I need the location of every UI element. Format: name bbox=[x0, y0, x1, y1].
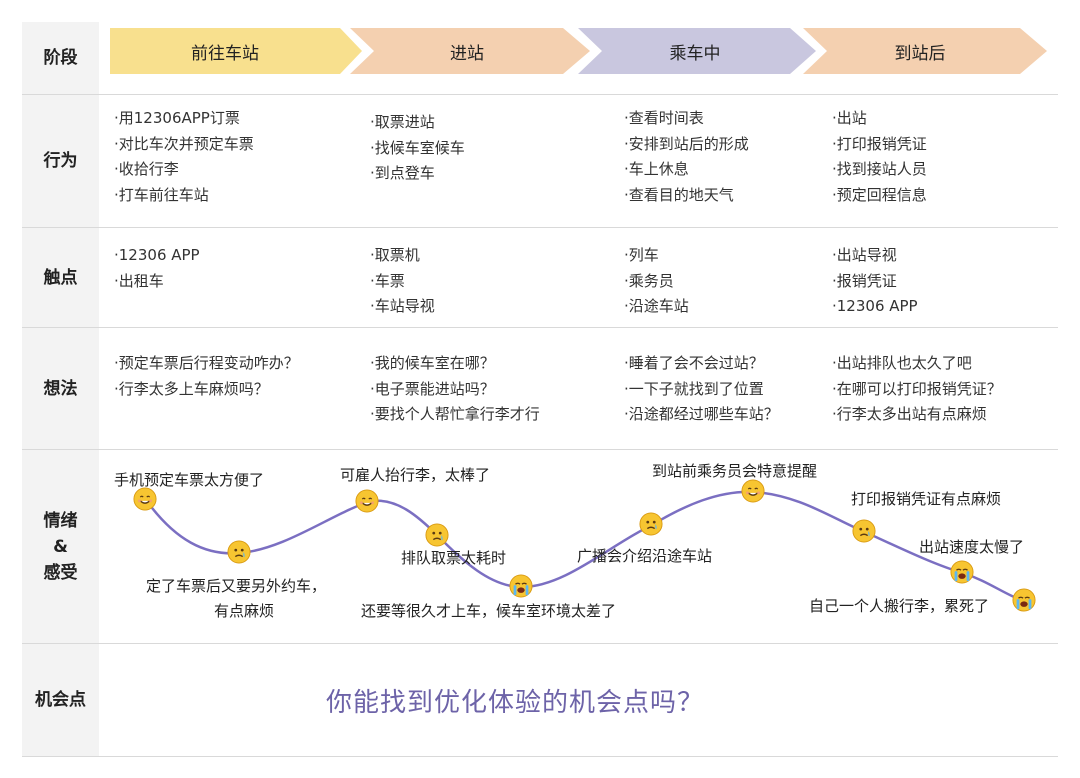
behavior-item: ·查看时间表 bbox=[624, 109, 704, 127]
thought-item: ·行李太多上车麻烦吗？ bbox=[114, 379, 269, 398]
emotion-label-8: 出站速度太慢了 bbox=[919, 538, 1025, 556]
touchpoint-item: ·取票机 bbox=[370, 246, 420, 264]
cry-face-icon bbox=[1012, 588, 1036, 612]
behavior-col-2: ·查看时间表 ·安排到站后的形成 ·车上休息 ·查看目的地天气 bbox=[624, 106, 749, 208]
touchpoint-item: ·出租车 bbox=[114, 271, 164, 290]
row-header-opportunity: 机会点 bbox=[22, 644, 99, 756]
emotion-label-6: 到站前乘务员会特意提醒 bbox=[652, 462, 818, 480]
emotion-curve-line bbox=[144, 490, 1026, 603]
behavior-item: ·取票进站 bbox=[370, 113, 435, 131]
row-header-emotion-line1: 情绪 bbox=[43, 510, 78, 531]
stage-label-0: 前往车站 bbox=[191, 43, 259, 64]
stage-arrow-0 bbox=[110, 28, 362, 74]
touchpoint-item: ·车票 bbox=[370, 271, 405, 290]
divider bbox=[22, 643, 1058, 644]
touchpoint-item: ·报销凭证 bbox=[832, 271, 897, 290]
behavior-item: ·找候车室候车 bbox=[370, 138, 465, 157]
touchpoint-col-1: ·取票机 ·车票 ·车站导视 bbox=[370, 243, 435, 320]
stage-label-2: 乘车中 bbox=[669, 43, 721, 64]
thought-col-2: ·睡着了会不会过站？ ·一下子就找到了位置 ·沿途都经过哪些车站？ bbox=[624, 351, 779, 428]
happy-face-icon bbox=[741, 479, 765, 503]
behavior-item: ·找到接站人员 bbox=[832, 160, 927, 178]
cry-face-icon bbox=[509, 574, 533, 598]
touchpoint-item: ·12306 APP bbox=[114, 246, 200, 264]
stage-arrows bbox=[110, 28, 1047, 74]
behavior-col-1: ·取票进站 ·找候车室候车 ·到点登车 bbox=[370, 110, 465, 187]
touchpoint-col-0: ·12306 APP ·出租车 bbox=[114, 243, 200, 294]
row-header-stage: 阶段 bbox=[22, 22, 99, 94]
emotion-label-1b: 有点麻烦 bbox=[214, 602, 275, 620]
behavior-item: ·到点登车 bbox=[370, 164, 435, 182]
touchpoint-item: ·12306 APP bbox=[832, 297, 918, 315]
thought-item: ·睡着了会不会过站？ bbox=[624, 354, 764, 372]
touchpoint-item: ·沿途车站 bbox=[624, 297, 689, 315]
cry-face-icon bbox=[950, 560, 974, 584]
divider bbox=[22, 756, 1058, 757]
thought-item: ·我的候车室在哪？ bbox=[370, 354, 495, 372]
thought-col-1: ·我的候车室在哪？ ·电子票能进站吗？ ·要找个人帮忙拿行李才行 bbox=[370, 351, 540, 428]
stage-arrow-2 bbox=[578, 28, 816, 74]
behavior-item: ·查看目的地天气 bbox=[624, 185, 734, 204]
thought-item: ·沿途都经过哪些车站？ bbox=[624, 405, 779, 423]
thought-item: ·一下子就找到了位置 bbox=[624, 379, 764, 398]
row-header-thought: 想法 bbox=[22, 328, 99, 449]
row-header-emotion-line3: 感受 bbox=[43, 562, 78, 583]
behavior-item: ·对比车次并预定车票 bbox=[114, 134, 254, 153]
row-header-emotion-line2: & bbox=[53, 536, 68, 557]
row-header-behavior: 行为 bbox=[22, 95, 99, 227]
touchpoint-item: ·出站导视 bbox=[832, 246, 897, 264]
behavior-item: ·收拾行李 bbox=[114, 160, 179, 178]
divider bbox=[22, 227, 1058, 228]
row-header-touchpoint: 触点 bbox=[22, 228, 99, 327]
emotion-label-0: 手机预定车票太方便了 bbox=[114, 471, 265, 489]
emotion-label-4: 还要等很久才上车，候车室环境太差了 bbox=[361, 602, 617, 620]
stage-arrow-3 bbox=[803, 28, 1047, 74]
emotion-label-9: 自己一个人搬行李，累死了 bbox=[809, 597, 990, 615]
touchpoint-item: ·列车 bbox=[624, 246, 659, 264]
emotion-label-7: 打印报销凭证有点麻烦 bbox=[851, 490, 1002, 508]
divider bbox=[22, 327, 1058, 328]
stage-arrow-1 bbox=[350, 28, 590, 74]
stage-label-3: 到站后 bbox=[894, 43, 946, 64]
behavior-col-3: ·出站 ·打印报销凭证 ·找到接站人员 ·预定回程信息 bbox=[832, 106, 927, 208]
row-header-emotion: 情绪 & 感受 bbox=[22, 450, 99, 643]
sad-face-icon bbox=[852, 519, 876, 543]
emotion-label-1: 定了车票后又要另外约车， bbox=[146, 577, 327, 595]
behavior-item: ·预定回程信息 bbox=[832, 185, 927, 204]
touchpoint-item: ·车站导视 bbox=[370, 297, 435, 315]
thought-item: ·行李太多出站有点麻烦 bbox=[832, 405, 987, 423]
behavior-item: ·安排到站后的形成 bbox=[624, 134, 749, 153]
touchpoint-col-2: ·列车 ·乘务员 ·沿途车站 bbox=[624, 243, 689, 320]
thought-item: ·要找个人帮忙拿行李才行 bbox=[370, 405, 540, 423]
touchpoint-col-3: ·出站导视 ·报销凭证 ·12306 APP bbox=[832, 243, 918, 320]
sad-face-icon bbox=[227, 540, 251, 564]
touchpoint-item: ·乘务员 bbox=[624, 271, 674, 290]
behavior-item: ·打印报销凭证 bbox=[832, 134, 927, 153]
thought-col-3: ·出站排队也太久了吧 ·在哪可以打印报销凭证？ ·行李太多出站有点麻烦 bbox=[832, 351, 1002, 428]
behavior-item: ·用12306APP订票 bbox=[114, 109, 240, 127]
stage-label-1: 进站 bbox=[450, 43, 484, 64]
sad-face-icon bbox=[639, 512, 663, 536]
emotion-label-3: 排队取票太耗时 bbox=[401, 549, 507, 567]
behavior-item: ·车上休息 bbox=[624, 160, 689, 178]
divider bbox=[22, 94, 1058, 95]
behavior-item: ·打车前往车站 bbox=[114, 185, 209, 204]
sad-face-icon bbox=[425, 523, 449, 547]
thought-item: ·预定车票后行程变动咋办？ bbox=[114, 354, 299, 372]
emotion-label-2: 可雇人抬行李，太棒了 bbox=[340, 466, 491, 484]
happy-face-icon bbox=[355, 489, 379, 513]
behavior-col-0: ·用12306APP订票 ·对比车次并预定车票 ·收拾行李 ·打车前往车站 bbox=[114, 106, 254, 208]
emotion-label-5: 广播会介绍沿途车站 bbox=[577, 547, 713, 565]
behavior-item: ·出站 bbox=[832, 109, 867, 127]
thought-item: ·出站排队也太久了吧 bbox=[832, 354, 972, 372]
thought-item: ·电子票能进站吗？ bbox=[370, 379, 495, 398]
thought-col-0: ·预定车票后行程变动咋办？ ·行李太多上车麻烦吗？ bbox=[114, 351, 299, 402]
thought-item: ·在哪可以打印报销凭证？ bbox=[832, 379, 1002, 398]
happy-face-icon bbox=[133, 487, 157, 511]
opportunity-text: 你能找到优化体验的机会点吗？ bbox=[326, 688, 705, 718]
divider bbox=[22, 449, 1058, 450]
